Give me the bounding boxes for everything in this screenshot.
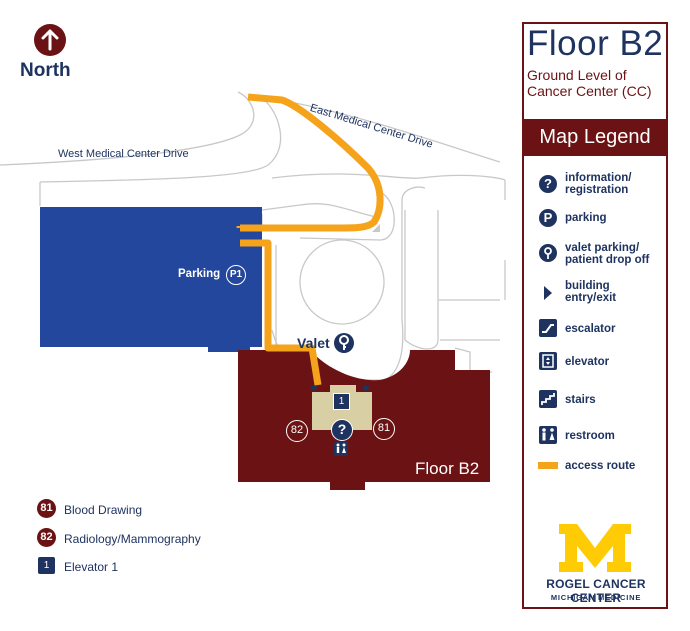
legend-label-parking: parking — [565, 212, 607, 224]
legend-label-elevator: elevator — [565, 356, 610, 368]
roundabout-island — [299, 239, 385, 325]
west-road-label: West Medical Center Drive — [58, 148, 189, 160]
legend-label-route: access route — [565, 460, 636, 472]
legend-title: Map Legend — [539, 126, 651, 148]
legend-label-stairs: stairs — [565, 394, 596, 406]
legend-label-valet: valet parking/ patient drop off — [565, 242, 650, 266]
valet-label: Valet — [297, 335, 330, 351]
key-badge-81: 81 — [37, 499, 56, 518]
north-label: North — [20, 60, 71, 81]
north-arrow-icon — [34, 24, 66, 56]
elevator-map-icon: 1 — [333, 393, 350, 410]
entry-arrow-icon — [543, 285, 553, 306]
legend-title-bar — [524, 119, 666, 156]
blood-drawing-badge: 81 — [373, 418, 395, 440]
parking-label: Parking — [178, 268, 221, 280]
key-label-elevator: Elevator 1 — [64, 560, 119, 574]
elevator-icon — [539, 352, 557, 370]
info-map-icon: ? — [331, 419, 353, 441]
key-elevator-icon: 1 — [38, 557, 55, 574]
curb-mark — [372, 224, 380, 232]
logo-name: ROGEL CANCER CENTER — [546, 577, 646, 605]
key-label-radiology: Radiology/Mammography — [64, 532, 201, 546]
legend-label-escalator: escalator — [565, 323, 616, 335]
parking-code-badge: P1 — [226, 265, 246, 285]
entry-marker-left — [310, 386, 318, 392]
key-label-blood-drawing: Blood Drawing — [64, 503, 143, 517]
stairs-icon — [539, 390, 557, 408]
legend-label-entry: building entry/exit — [565, 280, 617, 304]
logo-subname: MICHIGAN MEDICINE — [550, 593, 642, 602]
key-badge-82: 82 — [37, 528, 56, 547]
entry-marker-right — [362, 386, 370, 392]
university-logo-icon — [557, 522, 633, 579]
legend-panel — [522, 22, 668, 609]
floor-title: Floor B2 — [527, 24, 664, 63]
route-line-icon — [538, 462, 558, 469]
escalator-icon — [539, 319, 557, 337]
legend-label-info: information/ registration — [565, 172, 632, 196]
floor-subtitle: Ground Level of Cancer Center (CC) — [527, 67, 652, 99]
access-route — [236, 93, 384, 386]
restroom-icon — [539, 426, 557, 444]
legend-label-restroom: restroom — [565, 430, 615, 442]
parking-structure-notch — [208, 340, 250, 352]
parking-icon: P — [539, 209, 557, 227]
valet-legend-icon — [539, 244, 557, 264]
info-icon: ? — [539, 175, 557, 193]
floor-b2-map-label: Floor B2 — [415, 459, 480, 478]
radiology-badge: 82 — [286, 420, 308, 442]
parking-structure-p1 — [40, 207, 262, 347]
valet-icon — [334, 333, 354, 353]
restroom-map-icon — [334, 442, 348, 456]
